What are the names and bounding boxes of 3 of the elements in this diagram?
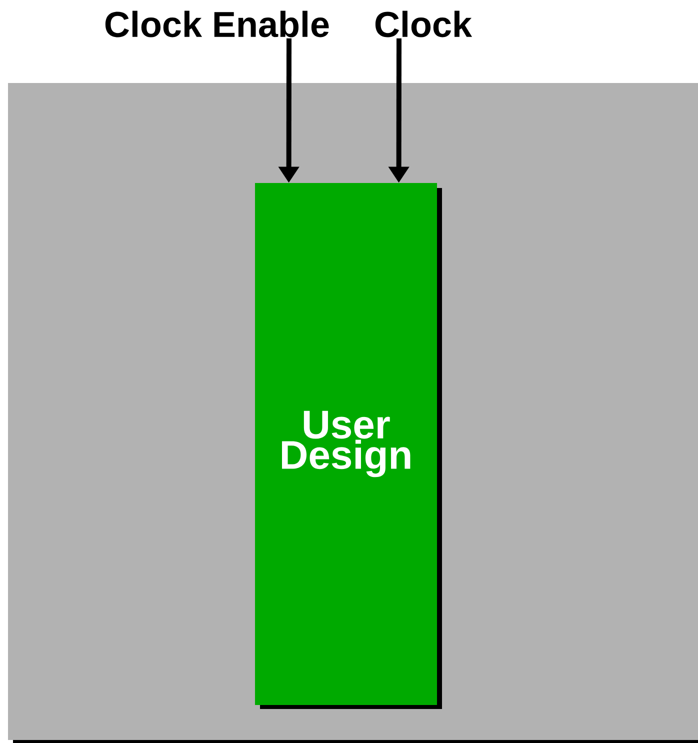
design-block: User Design <box>255 183 442 709</box>
signal-label: Clock Enable <box>105 10 329 38</box>
signal-label: Clock <box>375 10 472 38</box>
